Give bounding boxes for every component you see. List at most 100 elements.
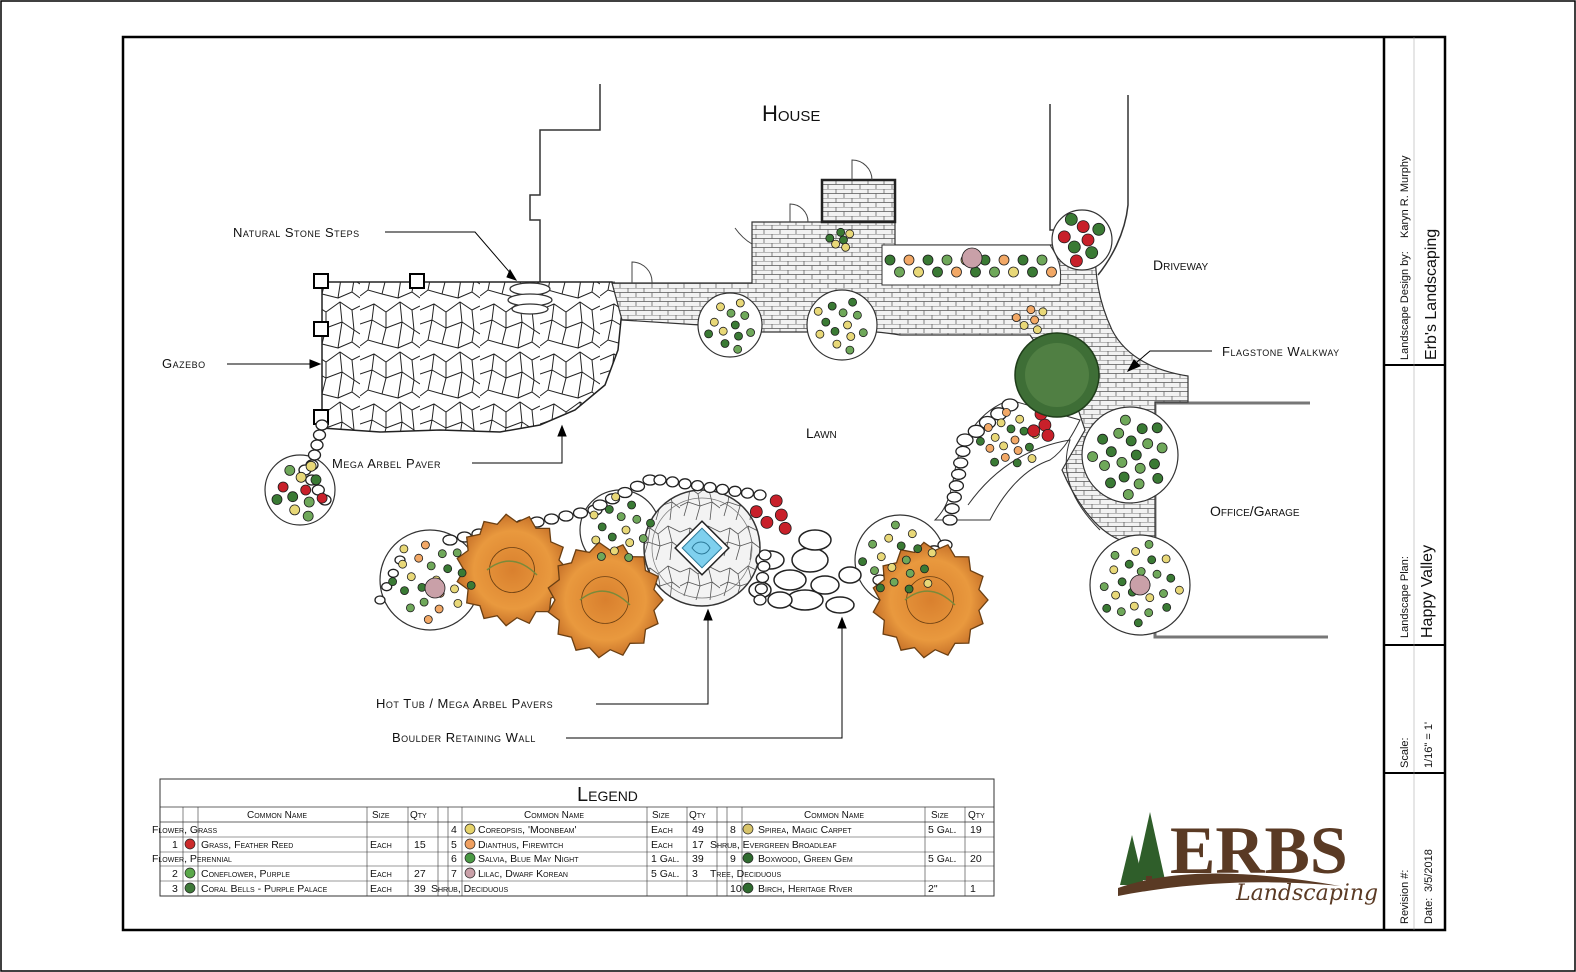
legend-num: 6 bbox=[451, 853, 457, 865]
legend-num: 5 bbox=[451, 839, 457, 851]
legend-header-name: Common Name bbox=[247, 810, 307, 821]
plant-symbol bbox=[607, 532, 617, 542]
plant-symbol bbox=[1175, 585, 1184, 595]
legend-size: 5 Gal. bbox=[928, 853, 956, 865]
boulder bbox=[944, 502, 960, 515]
boulder bbox=[381, 582, 393, 592]
plant-symbol bbox=[1124, 559, 1134, 569]
plant-symbol bbox=[423, 615, 433, 624]
callout-natural-stone-steps: Natural Stone Steps bbox=[233, 225, 360, 240]
deciduous-trees bbox=[456, 513, 989, 659]
plant-symbol bbox=[420, 540, 430, 550]
plant-symbol bbox=[1111, 590, 1120, 600]
plant-symbol bbox=[976, 436, 985, 446]
plant-symbol bbox=[452, 548, 462, 558]
plant-symbol bbox=[638, 534, 648, 543]
legend-plant-icon bbox=[742, 823, 754, 835]
area-label-house: House bbox=[762, 101, 820, 126]
legend-plant-icon bbox=[464, 823, 476, 835]
legend-header-name: Common Name bbox=[804, 810, 864, 821]
plant-symbol bbox=[611, 492, 620, 502]
plant-symbol bbox=[846, 332, 856, 341]
plant-symbol bbox=[1006, 424, 1016, 434]
plant-symbol bbox=[450, 584, 459, 594]
plant-symbol bbox=[1117, 577, 1127, 587]
legend-qty: 17 bbox=[692, 839, 704, 851]
plant-symbol bbox=[922, 254, 934, 266]
legend-group: Tree, Deciduous bbox=[710, 868, 782, 880]
plant-symbol bbox=[303, 496, 315, 508]
legend-header-qty: Qty bbox=[689, 810, 706, 821]
plant-symbol bbox=[769, 494, 783, 508]
plant-symbol bbox=[815, 329, 825, 339]
plant-symbol bbox=[1116, 456, 1128, 468]
boulder bbox=[946, 491, 962, 503]
plant-symbol bbox=[740, 311, 750, 320]
plant-symbol bbox=[457, 568, 467, 578]
plant-symbol bbox=[1070, 254, 1083, 268]
plant-symbol bbox=[1122, 489, 1134, 500]
boulder bbox=[572, 507, 589, 519]
plant-symbol bbox=[287, 491, 299, 503]
plant-symbol bbox=[1099, 582, 1109, 591]
scale-label: Scale: bbox=[1399, 737, 1411, 768]
boulder bbox=[753, 489, 767, 501]
plant-symbol bbox=[1102, 603, 1112, 613]
legend-num: 1 bbox=[172, 839, 178, 851]
boulder bbox=[307, 449, 322, 461]
legend-plant-icon bbox=[464, 867, 476, 879]
plant-symbol bbox=[1015, 414, 1025, 424]
boulder bbox=[757, 560, 771, 572]
boulder bbox=[665, 476, 680, 488]
plant-symbol bbox=[316, 492, 328, 504]
legend-name: Salvia, Blue May Night bbox=[478, 853, 579, 865]
plant-symbol bbox=[616, 512, 626, 521]
plant-symbol bbox=[289, 504, 301, 516]
legend-plant-icon bbox=[742, 852, 754, 864]
plant-symbol bbox=[996, 418, 1006, 428]
plant-symbol bbox=[905, 568, 915, 578]
plant-symbol bbox=[1010, 435, 1020, 445]
legend-num: 4 bbox=[451, 824, 457, 836]
plant-symbol bbox=[1002, 407, 1011, 417]
plant-symbol bbox=[405, 603, 415, 613]
legend-size: Each bbox=[370, 839, 392, 851]
plant-symbol bbox=[1008, 266, 1019, 278]
plant-symbol bbox=[858, 328, 868, 338]
plant-symbol bbox=[839, 235, 848, 245]
plant-symbol bbox=[1000, 452, 1010, 462]
specimen-tree bbox=[1014, 332, 1100, 418]
revision-label: Revision #: bbox=[1399, 870, 1411, 924]
plant-symbol bbox=[870, 566, 879, 575]
plant-symbol bbox=[1092, 222, 1106, 236]
plant-symbol bbox=[913, 544, 923, 554]
legend-size: 5 Gal. bbox=[651, 868, 679, 880]
plant-symbol bbox=[730, 320, 740, 330]
plant-symbol bbox=[831, 239, 840, 249]
plant-symbol bbox=[825, 233, 835, 243]
boulder bbox=[967, 424, 985, 438]
tree-canopy bbox=[547, 541, 664, 659]
plant-symbol bbox=[1159, 589, 1168, 598]
plant-symbol bbox=[1027, 266, 1038, 278]
callout-mega-arbel-paver: Mega Arbel Paver bbox=[332, 456, 441, 471]
plant-symbol bbox=[1012, 458, 1022, 468]
natural-stone-steps bbox=[507, 282, 553, 315]
plant-symbol bbox=[300, 484, 312, 496]
plant-symbol bbox=[1136, 567, 1146, 576]
legend-size: Each bbox=[370, 868, 392, 880]
legend-plant-icon bbox=[464, 838, 476, 850]
gazebo-posts bbox=[313, 273, 425, 425]
plant-symbol bbox=[716, 302, 725, 312]
plant-symbol bbox=[998, 254, 1010, 266]
plant-symbol bbox=[1145, 593, 1155, 603]
callout-gazebo: Gazebo bbox=[162, 356, 206, 371]
plant-symbol bbox=[437, 549, 447, 559]
date-value: 3/5/2018 bbox=[1423, 849, 1435, 892]
gazebo-patio bbox=[321, 281, 623, 433]
plant-symbol bbox=[398, 559, 408, 569]
boulder bbox=[740, 487, 755, 499]
plant-symbol bbox=[836, 227, 846, 237]
legend-size: Each bbox=[370, 883, 392, 895]
plant-symbol bbox=[983, 423, 993, 432]
